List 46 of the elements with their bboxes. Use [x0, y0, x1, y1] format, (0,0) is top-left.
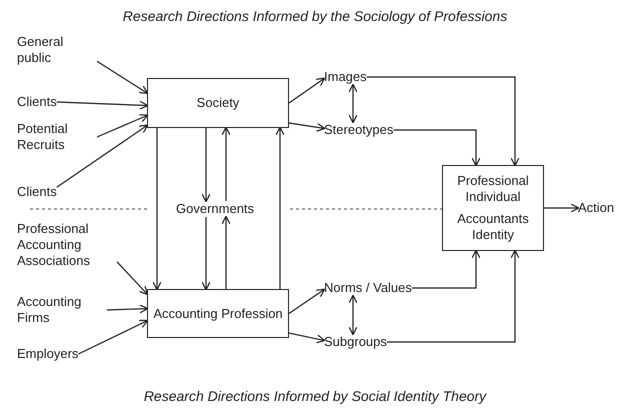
node-label: Professional Accounting Associations — [17, 221, 117, 269]
arrow — [56, 100, 148, 110]
arrow — [288, 122, 326, 132]
arrow — [544, 203, 580, 213]
box-text: Society — [196, 95, 240, 111]
arrow — [201, 217, 211, 290]
arrow — [366, 76, 520, 166]
node-label: General public — [17, 34, 97, 66]
arrow — [275, 126, 285, 289]
arrow — [201, 128, 211, 202]
box-text: Professional Individual — [456, 173, 530, 205]
arrow — [221, 126, 231, 201]
arrow — [78, 320, 148, 355]
node-label: Action — [578, 200, 614, 216]
title: Research Directions Informed by the Sociology of Professions — [122, 8, 508, 24]
node-label: Norms / Values — [324, 280, 412, 296]
node-label: Governments — [176, 201, 254, 217]
node-label: Accounting Firms — [17, 294, 107, 326]
process-box — [442, 165, 544, 251]
arrow — [386, 250, 520, 343]
arrow — [106, 304, 148, 314]
arrow — [348, 294, 358, 336]
box-text: Accountants Identity — [456, 211, 530, 243]
arrow — [96, 114, 148, 138]
arrow — [393, 129, 481, 166]
node-label: Clients — [17, 94, 57, 110]
arrow — [288, 332, 326, 344]
node-label: Employers — [17, 346, 78, 362]
arrow — [412, 250, 481, 289]
arrow — [116, 261, 148, 296]
caption: Research Directions Informed by Social Identity Theory — [142, 388, 488, 404]
arrow — [288, 78, 326, 104]
process-box — [147, 78, 289, 128]
node-label: Stereotypes — [324, 122, 394, 138]
node-label: Clients — [17, 184, 57, 200]
node-label: Subgroups — [324, 334, 387, 350]
arrow — [96, 60, 148, 94]
arrow — [288, 288, 326, 314]
arrow — [152, 128, 162, 290]
arrow — [56, 124, 148, 188]
arrow — [221, 216, 231, 289]
node-label: Images — [324, 69, 367, 85]
node-label: Potential Recruits — [17, 121, 97, 153]
arrow — [348, 84, 358, 124]
process-box — [147, 289, 289, 338]
box-text: Accounting Profession — [153, 306, 283, 322]
